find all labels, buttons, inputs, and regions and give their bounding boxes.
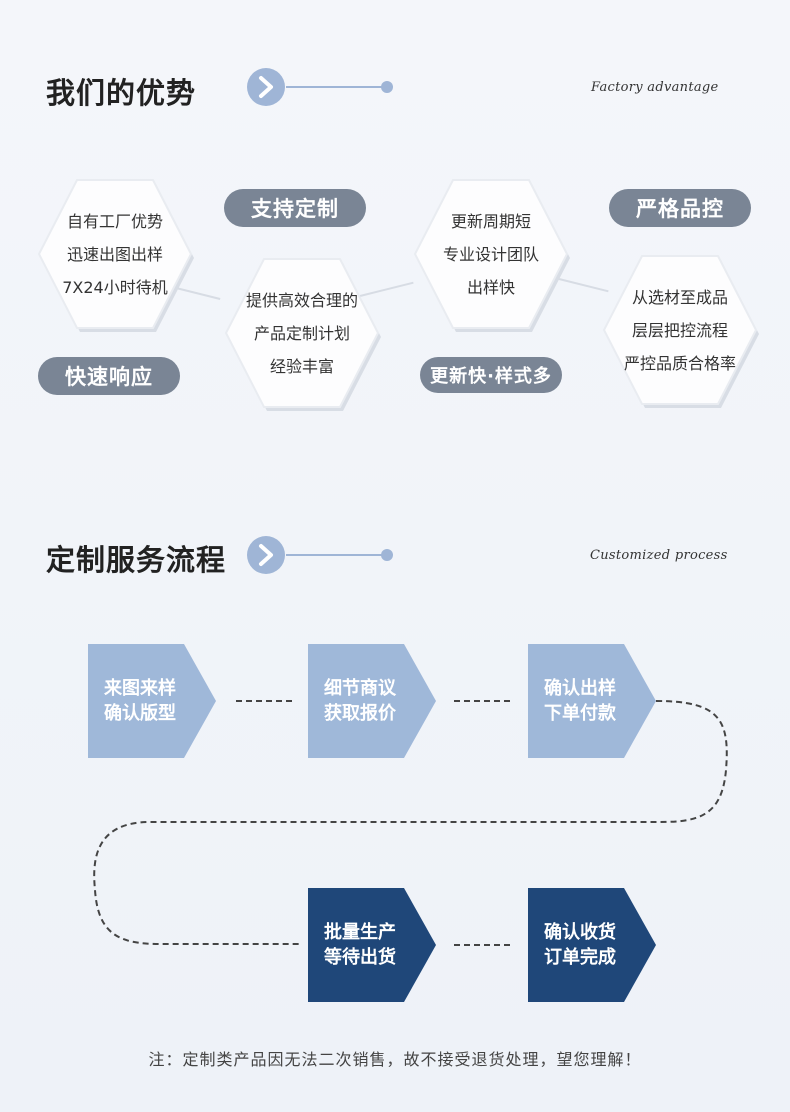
step-line: 获取报价: [324, 703, 396, 724]
hex-line: 层层把控流程: [631, 320, 728, 340]
process-step: 细节商议 获取报价: [308, 644, 436, 758]
process-step: 批量生产 等待出货: [308, 888, 436, 1002]
hex-line: 出样快: [466, 277, 515, 297]
hex-line: 专业设计团队: [442, 244, 539, 264]
chevron-right-icon: [247, 68, 393, 106]
process-title: 定制服务流程: [46, 543, 227, 577]
hex-line: 自有工厂优势: [66, 211, 163, 231]
process-step: 确认收货 订单完成: [528, 888, 656, 1002]
footer-note: 注：定制类产品因无法二次销售，故不接受退货处理，望您理解！: [148, 1050, 642, 1069]
step-line: 确认出样: [544, 678, 616, 699]
hex-line: 更新周期短: [450, 211, 531, 231]
advantage-title: 我们的优势: [46, 76, 197, 110]
step-line: 订单完成: [544, 947, 616, 968]
step-line: 确认版型: [104, 703, 176, 724]
hex-line: 提供高效合理的: [245, 290, 358, 310]
step-line: 批量生产: [324, 922, 396, 943]
step-separator: [454, 700, 510, 702]
pill-label: 快速响应: [38, 357, 180, 395]
process-title-en: Customized process: [590, 548, 728, 563]
hex-card: 自有工厂优势 迅速出图出样 7X24小时待机: [35, 176, 195, 332]
hex-line: 7X24小时待机: [62, 277, 168, 297]
process-step: 确认出样 下单付款: [528, 644, 656, 758]
step-separator: [454, 944, 510, 946]
hex-card: 更新周期短 专业设计团队 出样快: [411, 176, 571, 332]
step-line: 来图来样: [104, 678, 176, 699]
pill-label: 支持定制: [224, 189, 366, 227]
hex-line: 产品定制计划: [253, 323, 350, 343]
hex-line: 迅速出图出样: [66, 244, 163, 264]
hex-card: 提供高效合理的 产品定制计划 经验丰富: [222, 255, 382, 411]
step-line: 下单付款: [544, 703, 616, 724]
hex-line: 从选材至成品: [631, 287, 728, 307]
step-line: 细节商议: [324, 678, 396, 699]
step-line: 确认收货: [544, 922, 616, 943]
chevron-right-icon: [247, 536, 393, 574]
step-line: 等待出货: [324, 947, 396, 968]
hex-card: 从选材至成品 层层把控流程 严控品质合格率: [600, 252, 760, 408]
pill-label: 严格品控: [609, 189, 751, 227]
hex-line: 经验丰富: [269, 356, 334, 376]
pill-label: 更新快·样式多: [420, 357, 562, 393]
advantage-title-en: Factory advantage: [591, 80, 719, 95]
step-separator: [236, 700, 292, 702]
hex-line: 严控品质合格率: [623, 353, 736, 373]
process-step: 来图来样 确认版型: [88, 644, 216, 758]
